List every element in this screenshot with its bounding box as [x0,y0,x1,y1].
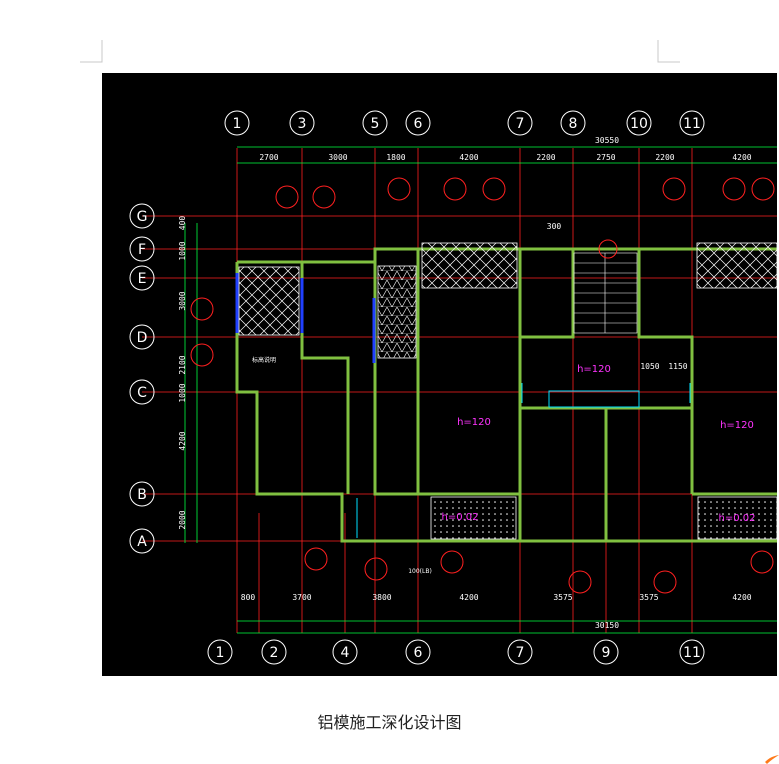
top-axis-bubble: 10 [626,110,652,136]
top-axis-bubble-label: 1 [233,116,242,132]
row-axis-bubble-label: A [137,534,147,550]
drawing-note: 标高说明 [252,356,276,364]
bottom-dimension: 3700 [292,593,311,602]
top-dimension: 3000 [328,153,347,162]
top-axis-bubbles: 1 3 5 6 7 8 10 11 [224,110,705,136]
drawing-caption: 铝模施工深化设计图 [317,713,462,732]
row-axis-bubble: A [129,528,155,554]
slab-thickness-label: h=120 [720,420,754,431]
top-axis-bubble-label: 10 [630,116,648,132]
row-axis-bubble: D [129,324,155,350]
slab-thickness-label: h=0.02 [442,512,479,523]
side-dimension: 1000 [178,383,187,402]
bottom-axis-bubble-label: 6 [414,645,423,661]
bottom-axis-bubble-label: 2 [270,645,279,661]
top-dimension: 4200 [732,153,751,162]
drawing-note: 100(LB) [408,568,432,575]
row-axis-bubble: F [129,236,155,262]
top-axis-bubble-label: 7 [516,116,525,132]
top-dimension: 1800 [386,153,405,162]
bottom-axis-bubble: 4 [332,639,358,665]
top-axis-bubble: 1 [224,110,250,136]
small-dimension: 1150 [668,362,687,371]
bottom-axis-bubble: 9 [593,639,619,665]
small-dimension: 1050 [640,362,659,371]
bottom-axis-bubbles: 1 2 4 6 7 9 11 [207,639,705,665]
row-axis-bubble-label: E [138,271,147,287]
side-dimension: 2000 [178,510,187,529]
bottom-dimension: 4200 [459,593,478,602]
row-axis-bubble-label: C [137,385,147,401]
bottom-dimension: 3575 [553,593,572,602]
bottom-axis-bubble: 6 [405,639,431,665]
slab-thickness-label: h=120 [457,417,491,428]
top-axis-bubble: 5 [362,110,388,136]
row-axis-bubble-label: B [137,487,147,503]
row-axis-bubble-label: G [137,209,148,225]
top-axis-bubble-label: 8 [569,116,578,132]
bottom-dimension: 800 [241,593,256,602]
top-axis-bubble-label: 6 [414,116,423,132]
row-axis-bubble: C [129,379,155,405]
top-dimension: 2200 [536,153,555,162]
top-axis-bubble: 11 [679,110,705,136]
top-dimension: 2700 [259,153,278,162]
top-axis-bubble: 7 [507,110,533,136]
bottom-total-dimension: 30150 [595,621,619,630]
bottom-axis-bubble: 7 [507,639,533,665]
note-labels: 标高说明 100(LB) [252,356,432,575]
row-axis-bubble-label: D [137,330,148,346]
bottom-axis-bubble-label: 1 [216,645,225,661]
row-axis-bubbles: G FE D C B A [129,203,155,554]
top-total-dimension: 30550 [595,136,619,145]
top-axis-bubble-label: 11 [683,116,701,132]
side-dimension: 400 [178,216,187,231]
section-markers [190,177,775,594]
bottom-axis-bubble: 1 [207,639,233,665]
top-axis-bubble-label: 5 [371,116,380,132]
side-dimension: 3000 [178,291,187,310]
bottom-axis-bubble-label: 11 [683,645,701,661]
bottom-dimension: 3575 [639,593,658,602]
side-dimension: 1000 [178,241,187,260]
cyan-accents [356,383,691,538]
dimension-labels: 30550 30150 2700 3000 1800 4200 2200 2750 2200 42… [178,136,752,630]
top-axis-bubble: 3 [289,110,315,136]
bottom-axis-bubble: 11 [679,639,705,665]
top-axis-bubble: 8 [560,110,586,136]
top-axis-bubble-label: 3 [298,116,307,132]
top-dimension: 2200 [655,153,674,162]
top-axis-bubble: 6 [405,110,431,136]
bottom-axis-bubble-label: 9 [602,645,611,661]
small-dimension: 300 [547,222,562,231]
side-dimension: 2100 [178,355,187,374]
row-axis-bubble: E [129,265,155,291]
orange-swoosh-icon [765,755,779,764]
row-axis-bubble-label: F [138,242,146,258]
bottom-axis-bubble-label: 7 [516,645,525,661]
row-axis-bubble: B [129,481,155,507]
bottom-axis-bubble-label: 4 [341,645,350,661]
bottom-dimension: 3800 [372,593,391,602]
bottom-dimension: 4200 [732,593,751,602]
blue-accents [235,273,376,363]
top-dimension: 2750 [596,153,615,162]
slab-labels: h=120 h=120 h=120 h=0.02 h=0.02 [442,364,756,524]
hatched-panels [238,242,777,540]
bottom-axis-bubble: 2 [261,639,287,665]
crop-mark-top-right [657,40,680,63]
row-axis-bubble: G [129,203,155,229]
slab-thickness-label: h=0.02 [719,513,756,524]
slab-thickness-label: h=120 [577,364,611,375]
top-dimension: 4200 [459,153,478,162]
dimension-lines [184,146,777,634]
side-dimension: 4200 [178,431,187,450]
crop-mark-top-left [80,40,103,63]
